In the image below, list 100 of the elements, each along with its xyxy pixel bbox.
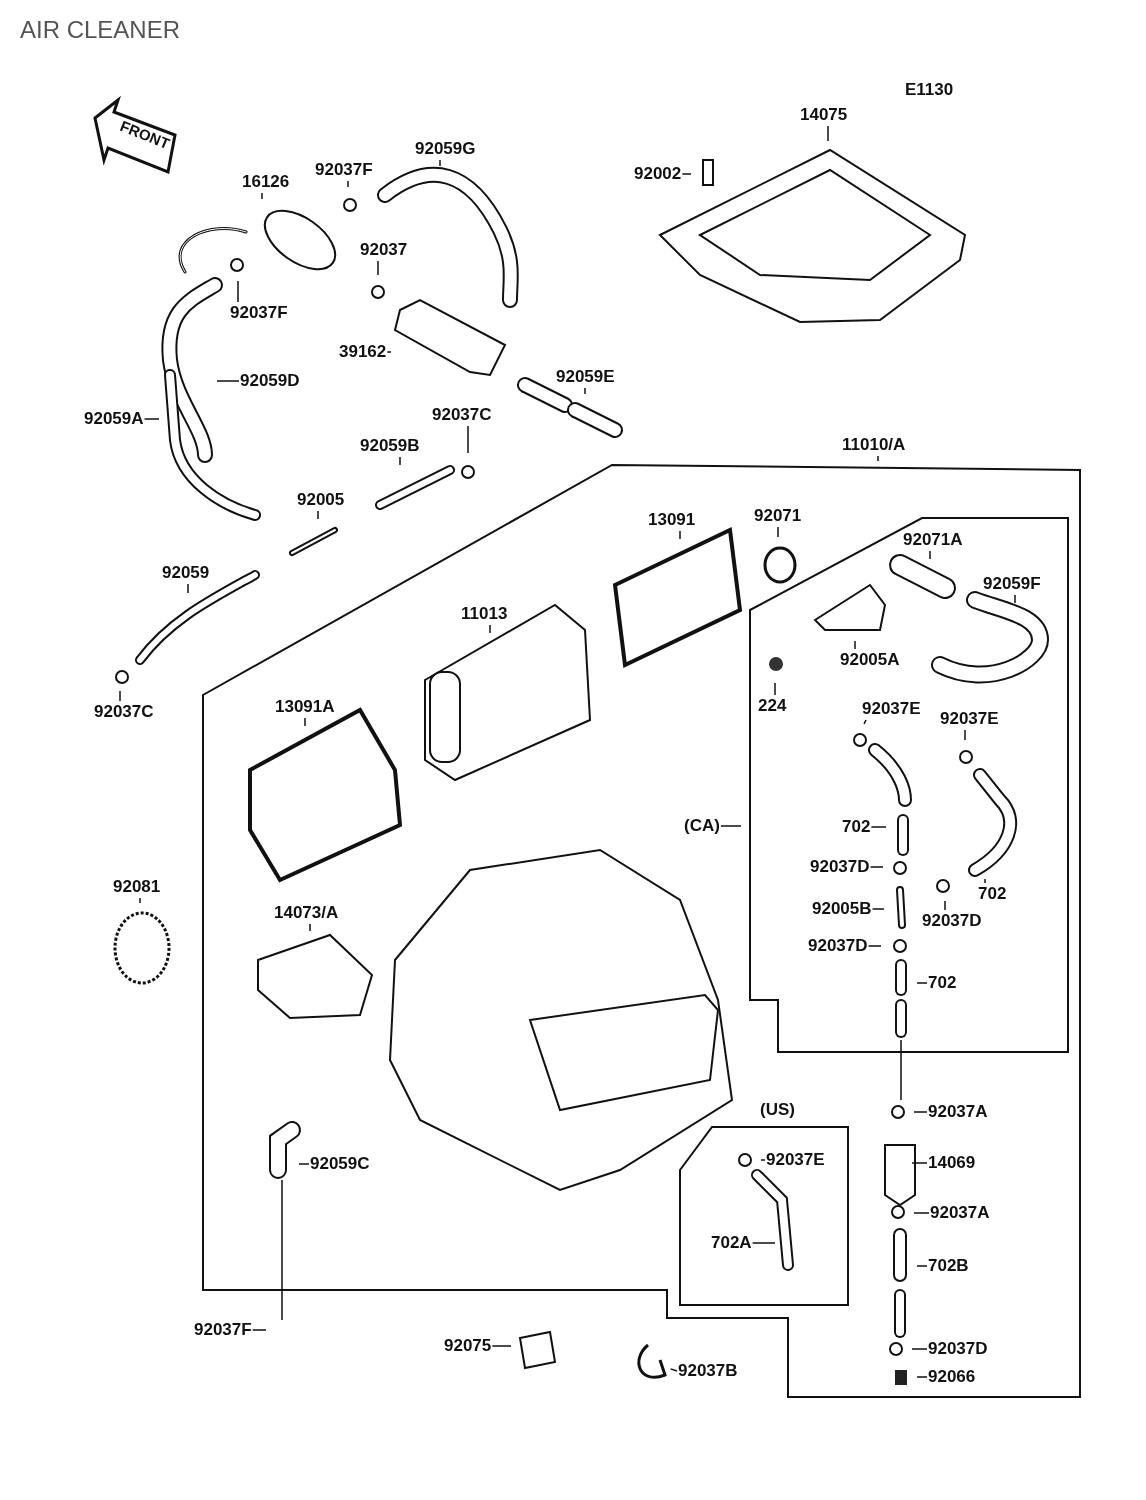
- callout-number: 92037F: [194, 1320, 252, 1340]
- leader-line: [913, 1111, 928, 1113]
- callout-number: 13091: [648, 510, 696, 530]
- callout-number: 92037E: [766, 1150, 825, 1170]
- callout-number: 92059B: [360, 436, 420, 456]
- callout-number: 224: [758, 696, 787, 716]
- leader-line: [298, 1163, 310, 1165]
- diagram-title: AIR CLEANER: [20, 16, 181, 44]
- callout-number: 92075: [444, 1336, 492, 1356]
- callout-number: 92066: [928, 1367, 976, 1387]
- callout-number: 92037C: [94, 702, 154, 722]
- callout-number: 702: [978, 884, 1007, 904]
- leader-line: [251, 1329, 267, 1331]
- callout-number: 92059E: [556, 367, 615, 387]
- callout-number: 92037: [360, 240, 408, 260]
- leader-line: [760, 1159, 766, 1161]
- leader-line: [777, 526, 779, 538]
- leader-line: [489, 624, 491, 634]
- callout-number: 92037A: [928, 1102, 988, 1122]
- leader-line: [216, 380, 240, 382]
- callout-number: (CA): [684, 816, 720, 836]
- callout-number: 92037D: [808, 936, 868, 956]
- leader-line: [1014, 594, 1016, 604]
- callout-number: 11010/A: [842, 435, 906, 455]
- callout-number: 92071: [754, 506, 802, 526]
- callout-number: 13091A: [275, 697, 335, 717]
- callout-number: 92037A: [930, 1203, 990, 1223]
- leader-line: [911, 1162, 928, 1164]
- leader-line: [669, 1368, 678, 1372]
- callout-number: 92037E: [862, 699, 921, 719]
- leader-line: [916, 1265, 928, 1267]
- callout-number: 92037F: [315, 160, 373, 180]
- leader-line: [143, 418, 160, 420]
- leader-line: [491, 1345, 512, 1347]
- leader-line: [237, 280, 239, 303]
- leader-line: [929, 550, 931, 560]
- leader-line: [916, 982, 928, 984]
- leader-line: [916, 1376, 928, 1378]
- leader-line: [261, 192, 263, 200]
- leader-line: [317, 510, 319, 520]
- leader-line: [913, 1212, 930, 1214]
- callout-number: 92071A: [903, 530, 963, 550]
- leader-line: [871, 908, 885, 910]
- callout-number: 92059C: [310, 1154, 370, 1174]
- leader-line: [964, 729, 966, 741]
- callout-number: 16126: [242, 172, 290, 192]
- callout-number: 92037D: [922, 911, 982, 931]
- callout-number: 39162: [339, 342, 387, 362]
- leader-line: [467, 425, 469, 454]
- callout-number: 92059A: [84, 409, 144, 429]
- callout-number: 14069: [928, 1153, 976, 1173]
- leader-line: [679, 530, 681, 540]
- callout-number: 92059G: [415, 139, 476, 159]
- leader-line: [139, 897, 141, 904]
- callout-number: 92005A: [840, 650, 900, 670]
- callout-number: 92005: [297, 490, 345, 510]
- callout-number: 92059D: [240, 371, 300, 391]
- leader-line: [439, 159, 441, 167]
- callout-number: 92037E: [940, 709, 999, 729]
- callout-number: 92037D: [810, 857, 870, 877]
- leader-line: [867, 945, 882, 947]
- callout-number: 92037B: [678, 1361, 738, 1381]
- leader-line: [386, 351, 392, 353]
- leader-line: [944, 900, 946, 911]
- callout-number: 11013: [461, 604, 508, 624]
- callout-number: 14075: [800, 105, 848, 125]
- callout-number: 92037C: [432, 405, 492, 425]
- leader-line: [827, 125, 829, 142]
- leader-line: [870, 826, 887, 828]
- callout-number: 92059: [162, 563, 210, 583]
- callout-number: 702A: [711, 1233, 752, 1253]
- variant-label: (US): [760, 1100, 795, 1120]
- leader-line: [877, 455, 879, 462]
- callout-number: 92037D: [928, 1339, 988, 1359]
- drawing-code: E1130: [905, 80, 954, 100]
- leader-line: [751, 1242, 776, 1244]
- callout-number: 702B: [928, 1256, 969, 1276]
- leader-line: [911, 1348, 928, 1350]
- leader-line: [304, 717, 306, 727]
- callout-number: 702: [842, 817, 871, 837]
- callout-number: 92059F: [983, 574, 1041, 594]
- leader-line: [399, 456, 401, 466]
- callout-number: 92005B: [812, 899, 872, 919]
- callout-number: 702: [928, 973, 957, 993]
- callout-number: 92037F: [230, 303, 288, 323]
- leader-line: [119, 690, 121, 702]
- leader-line: [869, 866, 884, 868]
- leader-line: [309, 923, 311, 932]
- callout-number: 14073/A: [274, 903, 339, 923]
- leader-line: [347, 180, 349, 188]
- callout-number: 92002: [634, 164, 682, 184]
- leader-line: [720, 825, 742, 827]
- leader-line: [681, 173, 692, 175]
- leader-line: [854, 640, 856, 650]
- leader-line: [187, 583, 189, 594]
- leader-line: [774, 682, 776, 696]
- callout-number: 92081: [113, 877, 161, 897]
- leader-line: [377, 260, 379, 276]
- leader-line: [584, 387, 586, 395]
- leader-line: [984, 878, 986, 884]
